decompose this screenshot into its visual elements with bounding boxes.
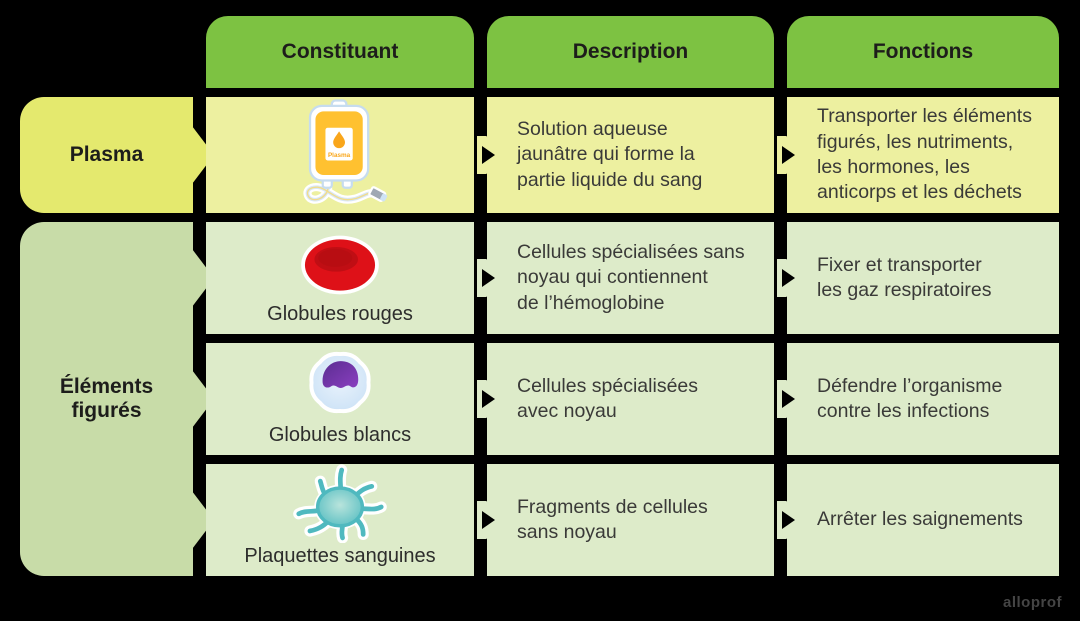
plaquettes-description-text: Fragments de cellules sans noyau bbox=[517, 495, 708, 543]
blood-bag-icon: Plasma bbox=[303, 99, 388, 204]
header-description-label: Description bbox=[572, 40, 689, 63]
blancs-caption: Globules blancs bbox=[268, 424, 412, 446]
cell-plaquettes-description: Fragments de cellules sans noyau bbox=[477, 464, 774, 576]
cell-plaquettes-fonctions: Arrêter les saignements bbox=[777, 464, 1059, 576]
tube-connector bbox=[368, 186, 388, 203]
arrow-right-icon bbox=[482, 146, 495, 164]
arrow-right-icon bbox=[482, 511, 495, 529]
plasma-drop-icon bbox=[333, 131, 345, 149]
arrow-right-icon bbox=[782, 511, 795, 529]
cell-rouges-fonctions: Fixer et transporter les gaz respiratoir… bbox=[777, 222, 1059, 334]
cell-blancs-constituant: Globules blancs bbox=[206, 343, 474, 455]
cell-rouges-constituant: Globules rouges bbox=[206, 222, 474, 334]
plaquettes-fonctions-text: Arrêter les saignements bbox=[817, 508, 1023, 531]
blancs-fonctions-text: Défendre l’organisme contre les infectio… bbox=[817, 374, 1003, 422]
cell-plasma-description: Solution aqueuse jaunâtre qui forme la p… bbox=[477, 97, 774, 213]
row-label-elements-figures: Éléments figurés bbox=[20, 222, 214, 576]
arrow-right-icon bbox=[482, 269, 495, 287]
rouges-description-text: Cellules spécialisées sans noyau qui con… bbox=[517, 240, 745, 314]
arrow-right-icon bbox=[782, 390, 795, 408]
rouges-caption: Globules rouges bbox=[267, 303, 413, 325]
header-fonctions-label: Fonctions bbox=[872, 40, 974, 63]
cell-plasma-fonctions: Transporter les éléments figurés, les nu… bbox=[777, 97, 1059, 213]
header-fonctions: Fonctions bbox=[787, 16, 1059, 88]
cell-blancs-description: Cellules spécialisées avec noyau bbox=[477, 343, 774, 455]
cell-blancs-fonctions: Défendre l’organisme contre les infectio… bbox=[777, 343, 1059, 455]
blancs-description-text: Cellules spécialisées avec noyau bbox=[517, 374, 699, 422]
plasma-description-text: Solution aqueuse jaunâtre qui forme la p… bbox=[517, 117, 703, 191]
nucleus-shape bbox=[322, 361, 359, 389]
cell-rouges-description: Cellules spécialisées sans noyau qui con… bbox=[477, 222, 774, 334]
table: Constituant Description Fonctions Plasma… bbox=[20, 16, 1059, 576]
arrow-right-icon bbox=[782, 269, 795, 287]
red-blood-cell-icon bbox=[301, 235, 379, 295]
plasma-fonctions-text: Transporter les éléments figurés, les nu… bbox=[817, 105, 1032, 204]
platelet-icon bbox=[293, 464, 387, 543]
plaquettes-caption: Plaquettes sanguines bbox=[244, 545, 436, 567]
row-label-plasma: Plasma bbox=[20, 97, 214, 213]
arrow-right-icon bbox=[482, 390, 495, 408]
rouges-fonctions-text: Fixer et transporter les gaz respiratoir… bbox=[817, 253, 992, 301]
alloprof-logo: alloprof bbox=[1003, 594, 1062, 611]
white-blood-cell-icon bbox=[309, 351, 371, 414]
header-constituant: Constituant bbox=[206, 16, 474, 88]
cell-plaquettes-constituant: Plaquettes sanguines bbox=[206, 464, 474, 576]
elements-label-text: Éléments figurés bbox=[59, 375, 154, 422]
header-constituant-label: Constituant bbox=[281, 40, 399, 63]
header-description: Description bbox=[487, 16, 774, 88]
plasma-label-text: Plasma bbox=[69, 143, 144, 166]
cell-plasma-constituant: Plasma bbox=[206, 97, 474, 213]
bag-label-text: Plasma bbox=[328, 152, 351, 159]
arrow-right-icon bbox=[782, 146, 795, 164]
